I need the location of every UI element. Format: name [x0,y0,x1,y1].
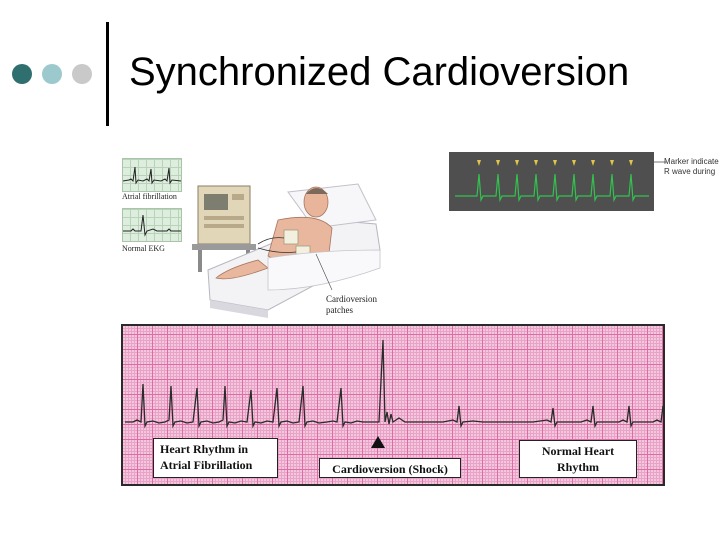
marker-arrows [477,160,633,166]
marker-callout-text: Marker indicate R wave during [664,157,719,176]
ekg-strip: Heart Rhythm in Atrial Fibrillation Card… [121,324,665,486]
cardioversion-illustration: Atrial fibrillation Normal EKG [118,150,398,320]
bullet-dot-light [42,64,62,84]
af-mini-trace [122,166,182,185]
ekg-trace [125,339,663,429]
normal-mini-trace [123,214,181,237]
marker-callout-line [654,161,666,163]
patches-callout: Cardioversion patches [326,294,377,315]
patient-icon [215,186,381,291]
title-divider [106,22,109,126]
bullet-dot-gray [72,64,92,84]
label-atrial-fibrillation: Heart Rhythm in Atrial Fibrillation [153,438,278,478]
af-mini-strip [122,158,182,192]
defibrillator-icon [192,185,256,272]
shock-arrow-icon [371,436,385,448]
label-cardioversion-shock: Cardioversion (Shock) [319,458,461,478]
r-wave-marker-image [449,152,654,211]
marker-trace [455,160,649,203]
af-mini-label: Atrial fibrillation [122,192,177,201]
label-normal-heart-rhythm: Normal Heart Rhythm [519,440,637,478]
bullet-dot-dark [12,64,32,84]
normal-mini-label: Normal EKG [122,244,165,253]
slide-title: Synchronized Cardioversion [129,50,630,94]
patient-scene [192,183,381,318]
normal-mini-strip [122,208,182,242]
